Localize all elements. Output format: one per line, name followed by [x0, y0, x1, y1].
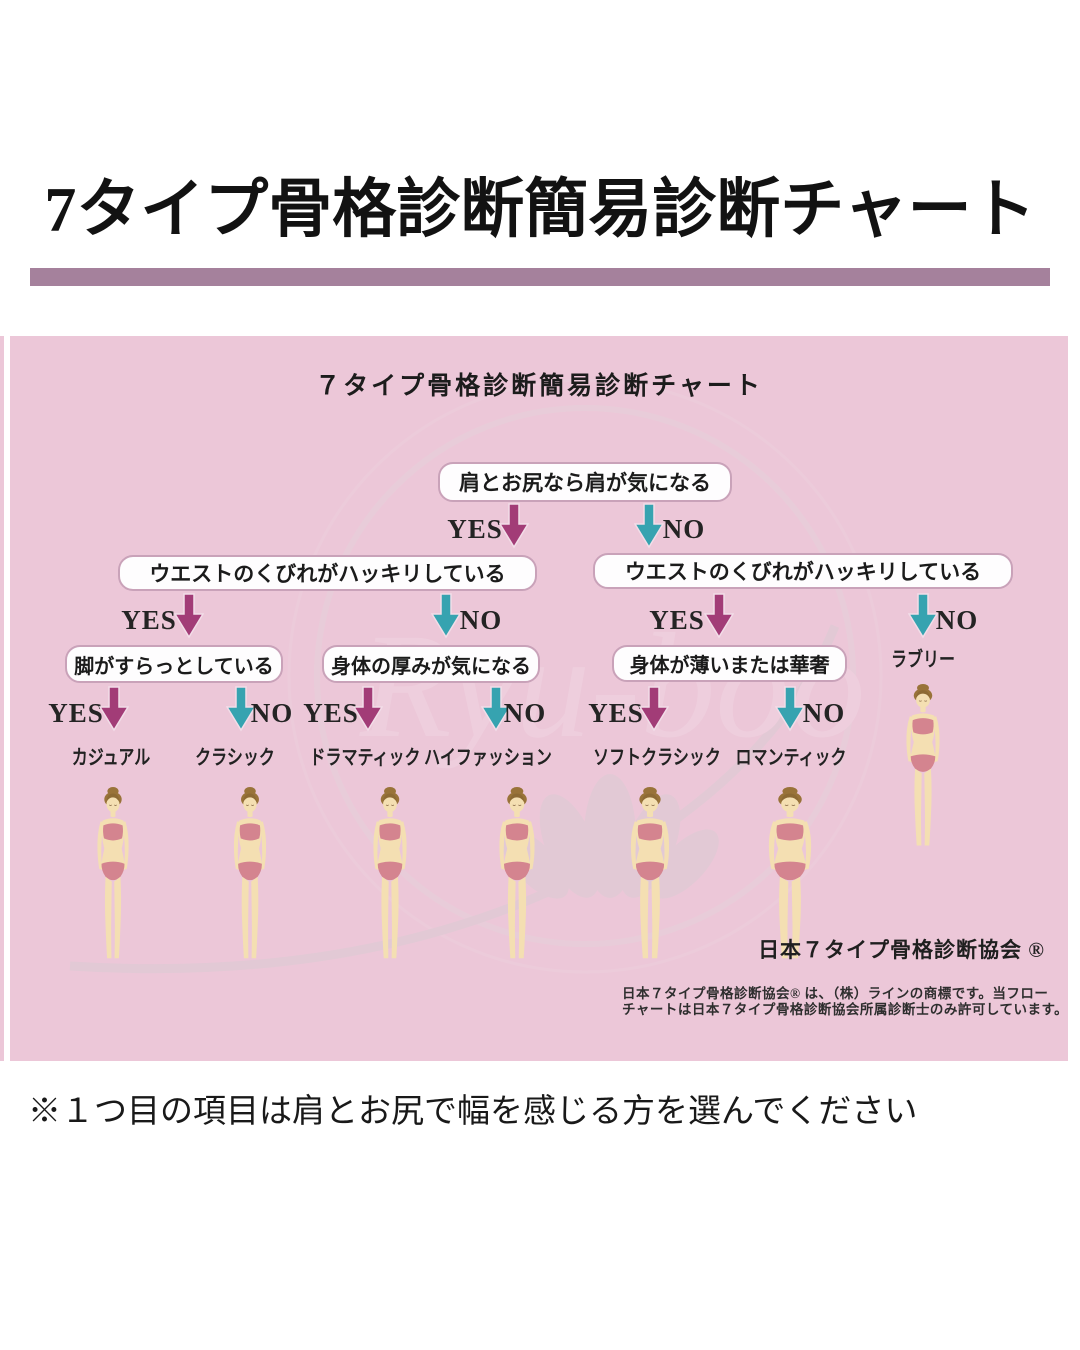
yes-arrow: [499, 503, 529, 549]
no-label: NO: [503, 698, 547, 728]
result-label-dramatic: ドラマティック: [309, 747, 421, 769]
yes-label: YES: [649, 605, 705, 635]
title-underline-bar: [30, 268, 1050, 286]
figure-classic: [218, 785, 282, 963]
question-box-waist-right: ウエストのくびれがハッキリしている: [593, 553, 1013, 589]
panel-edge-sliver: [0, 336, 4, 1061]
question-box-thin-delicate: 身体が薄いまたは華奢: [612, 645, 847, 682]
question-box-shoulders-vs-hips: 肩とお尻なら肩が気になる: [438, 462, 732, 502]
figure-highfashion: [482, 785, 552, 963]
no-label: NO: [459, 605, 503, 635]
yes-arrow: [353, 686, 383, 732]
result-label-classic: クラシック: [195, 747, 275, 769]
association-credit: 日本７タイプ骨格診断協会 ®: [758, 938, 1045, 962]
no-label: NO: [802, 698, 846, 728]
flowchart-panel: Ryu-boo ７タイプ骨格診断簡易診断チャート 肩とお尻なら肩が気になる YE…: [10, 336, 1068, 1061]
page-title: 7タイプ骨格診断簡易診断チャート: [44, 174, 1036, 245]
question-box-body-thickness: 身体の厚みが気になる: [322, 645, 540, 683]
no-label: NO: [935, 605, 979, 635]
no-label: NO: [662, 514, 706, 544]
no-arrow: [634, 503, 664, 549]
no-arrow: [775, 686, 805, 732]
result-label-softclassic: ソフトクラシック: [593, 747, 721, 769]
no-arrow: [431, 593, 461, 639]
figure-lovely: [890, 682, 956, 850]
footer-note: ※１つ目の項目は肩とお尻で幅を感じる方を選んでください: [28, 1092, 918, 1129]
yes-label: YES: [588, 698, 644, 728]
result-label-casual: カジュアル: [71, 747, 151, 769]
yes-arrow: [99, 686, 129, 732]
figure-casual: [82, 785, 144, 963]
question-box-waist-left: ウエストのくびれがハッキリしている: [118, 555, 537, 591]
result-label-romantic: ロマンティック: [735, 747, 847, 769]
trademark-disclaimer-line2: チャートは日本７タイプ骨格診断協会所属診断士のみ許可しています。: [622, 1002, 1069, 1017]
trademark-disclaimer-line1: 日本７タイプ骨格診断協会® は、（株）ラインの商標です。当フロー: [622, 986, 1049, 1001]
question-box-slender-legs: 脚がすらっとしている: [65, 645, 283, 683]
yes-arrow: [639, 686, 669, 732]
no-arrow: [908, 593, 938, 639]
figure-softclassic: [612, 785, 688, 963]
trademark-disclaimer: 日本７タイプ骨格診断協会® は、（株）ラインの商標です。当フロー チャートは日本…: [622, 986, 1072, 1018]
no-label: NO: [250, 698, 294, 728]
yes-label: YES: [303, 698, 359, 728]
yes-label: YES: [121, 605, 177, 635]
yes-arrow: [704, 593, 734, 639]
result-label-highfashion: ハイファッション: [424, 747, 552, 769]
chart-title: ７タイプ骨格診断簡易診断チャート: [315, 372, 763, 400]
result-label-lovely: ラブリー: [891, 649, 955, 671]
figure-dramatic: [357, 785, 423, 963]
yes-label: YES: [48, 698, 104, 728]
yes-label: YES: [447, 514, 503, 544]
yes-arrow: [174, 593, 204, 639]
